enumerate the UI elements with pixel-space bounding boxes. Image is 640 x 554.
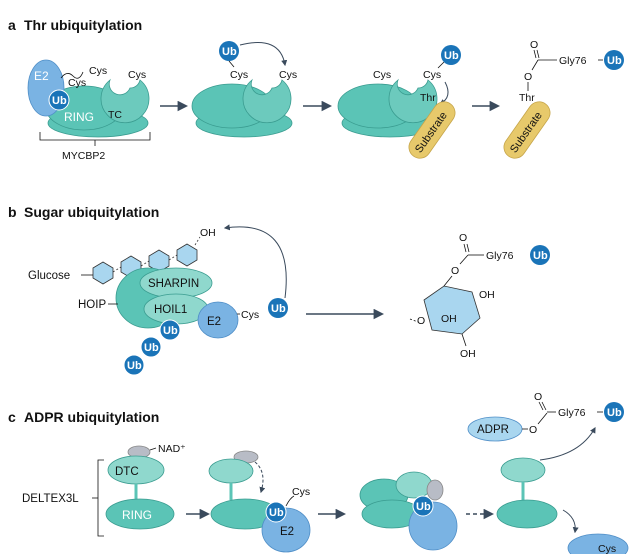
thr-label: Thr — [519, 92, 535, 104]
ub-label: Ub — [163, 325, 178, 337]
gly76-label: Gly76 — [559, 55, 587, 67]
adpr-label: ADPR — [477, 424, 509, 436]
ub-label: Ub — [416, 501, 431, 513]
tc-label: TC — [108, 109, 122, 121]
panel-c-letter: c — [8, 409, 16, 425]
cys-label: Cys — [279, 69, 297, 81]
o-label: O — [451, 265, 459, 277]
panel-b-letter: b — [8, 204, 17, 220]
cys-label: Cys — [241, 309, 259, 321]
deltex-bracket — [97, 459, 104, 537]
panel-c: c ADPR ubiquitylation DELTEX3L NAD⁺ DTC … — [8, 391, 629, 554]
o-label: O — [530, 39, 538, 51]
ub-icon — [268, 298, 288, 318]
hoip-label: HOIP — [78, 299, 106, 311]
oh-label: OH — [479, 289, 495, 301]
nad-label: NAD⁺ — [158, 443, 186, 455]
cys-label: Cys — [292, 486, 310, 498]
panel-a-letter: a — [8, 17, 16, 33]
thr-label: Thr — [420, 92, 436, 104]
oh-label: OH — [441, 313, 457, 325]
ub-icon — [48, 89, 70, 111]
substrate-pill: Substrate — [503, 101, 551, 159]
ub-icon — [604, 402, 624, 422]
ub-label: Ub — [444, 50, 459, 62]
ub-label: Ub — [127, 360, 142, 372]
ub-label: Ub — [271, 303, 286, 315]
panel-b-title: Sugar ubiquitylation — [24, 204, 159, 220]
cys-label-3: Cys — [128, 69, 146, 81]
mycbp2-label: MYCBP2 — [62, 150, 105, 162]
o-label: O — [459, 232, 467, 244]
gly76-label: Gly76 — [486, 250, 514, 262]
ring-domain — [105, 498, 175, 530]
e2-label: E2 — [34, 69, 49, 83]
glucose-product — [423, 285, 481, 335]
dtc-label: DTC — [115, 466, 139, 478]
ub-label: Ub — [533, 250, 548, 262]
cys-label-2: Cys — [89, 65, 107, 77]
e2-label: E2 — [207, 316, 221, 328]
o-label: O — [417, 315, 425, 327]
ub-label: Ub — [52, 95, 67, 107]
cys-label-1: Cys — [68, 77, 86, 89]
ub-icon — [441, 45, 461, 65]
e2-label: E2 — [280, 526, 294, 538]
panel-b: b Sugar ubiquitylation OH SHARPIN HOIL1 … — [8, 204, 550, 376]
oh-label: OH — [200, 227, 216, 239]
ub-label: Ub — [607, 407, 622, 419]
deltex-label: DELTEX3L — [22, 493, 79, 505]
panel-a-title: Thr ubiquitylation — [24, 17, 142, 33]
panel-a: a Thr ubiquitylation E2 Ub RING TC Cys C… — [8, 17, 624, 162]
cys-label: Cys — [230, 69, 248, 81]
e2-enzyme — [197, 301, 239, 339]
cys-label: Cys — [373, 69, 391, 81]
sharpin-label: SHARPIN — [148, 278, 199, 290]
ub-label: Ub — [607, 55, 622, 67]
o-label: O — [529, 424, 537, 436]
ub-icon — [604, 50, 624, 70]
ring-label: RING — [122, 508, 152, 522]
ring-label: RING — [64, 110, 94, 124]
hoil1-label: HOIL1 — [154, 304, 187, 316]
mycbp2-step3 — [337, 78, 439, 138]
panel-c-title: ADPR ubiquitylation — [24, 409, 159, 425]
ub-label: Ub — [269, 507, 284, 519]
ub-icon — [219, 41, 239, 61]
oh-label: OH — [460, 348, 476, 360]
mycbp2-step2 — [191, 78, 293, 138]
ub-label: Ub — [222, 46, 237, 58]
o-label: O — [524, 71, 532, 83]
cys-label: Cys — [598, 543, 616, 554]
cys-label: Cys — [423, 69, 441, 81]
ub-icon — [530, 245, 550, 265]
ub-label: Ub — [144, 342, 159, 354]
gly76-label: Gly76 — [558, 407, 586, 419]
glucose-label: Glucose — [28, 270, 70, 282]
o-label: O — [534, 391, 542, 403]
